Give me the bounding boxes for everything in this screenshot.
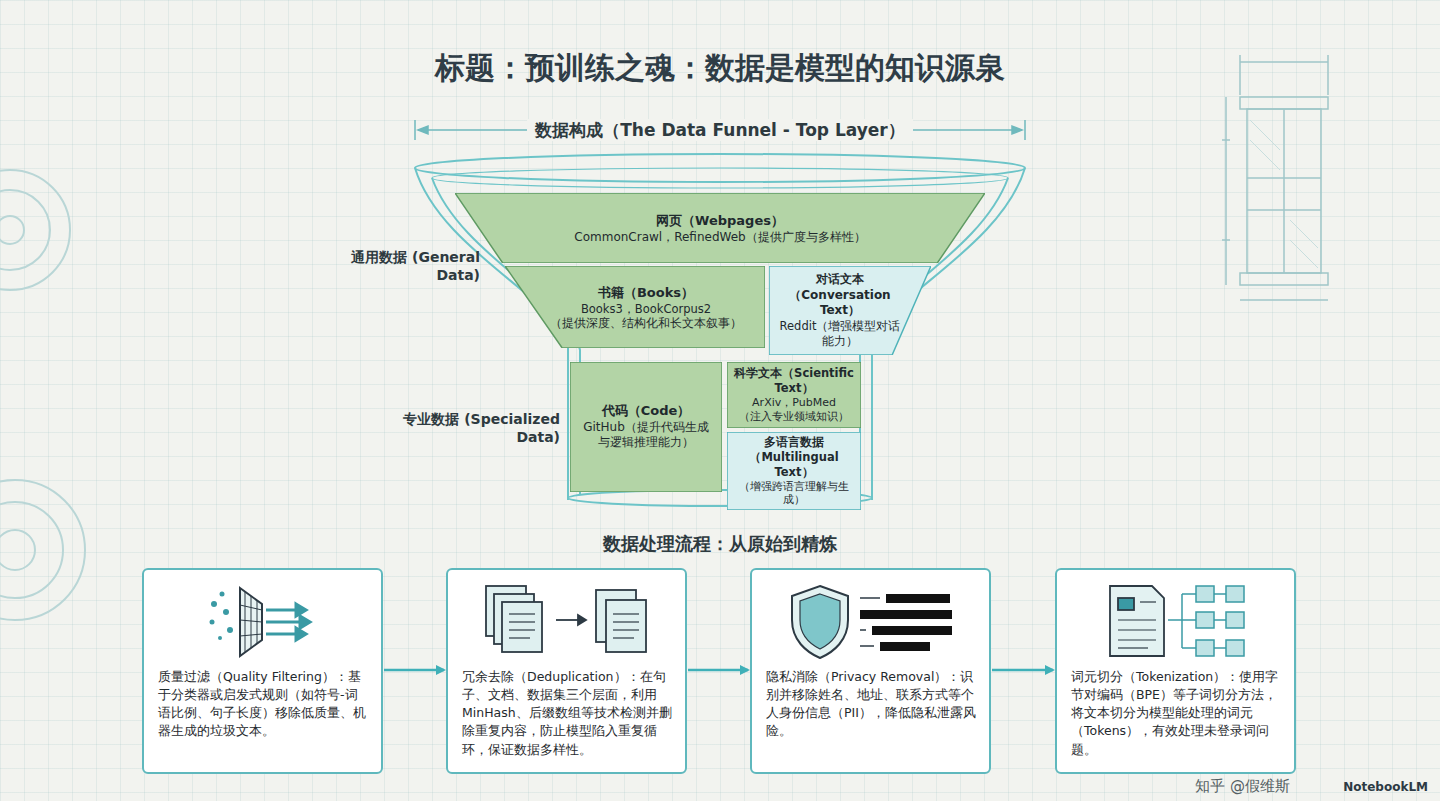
flow-arrow [384,669,444,672]
text-wrap: 多语言数据（Multilingual Text）（增强跨语言理解与生成） [727,432,861,510]
funnel-section: 网页（Webpages）CommonCrawl，RefinedWeb（提供广度与… [455,193,985,263]
watermark: NotebookLM [1300,780,1428,796]
text-wrap: 网页（Webpages）CommonCrawl，RefinedWeb（提供广度与… [455,193,985,263]
group-label: 通用数据 (General Data) [332,248,480,284]
blueprint-part [1222,55,1328,300]
section-heading: 网页（Webpages） [656,213,784,230]
funnel-section: 对话文本（Conversation Text）Reddit（增强模型对话能力） [769,266,931,355]
process-box: 词元切分（Tokenization）：使用字节对编码（BPE）等子词切分方法，将… [1055,568,1296,774]
section-note: （提供深度、结构化和长文本叙事） [550,316,742,331]
section-heading: 科学文本（Scientific Text） [731,366,857,396]
flow-arrow [992,669,1053,672]
shield-redaction-icon [792,586,952,658]
filter-icon [210,588,311,656]
funnel-section: 科学文本（Scientific Text）ArXiv，PubMed（注入专业领域… [727,362,861,428]
page-title: 标题：预训练之魂：数据是模型的知识源泉 [435,48,1005,89]
text-wrap: 冗余去除（Deduplication）：在句子、文档、数据集三个层面，利用Min… [448,570,685,769]
section-note: ArXiv，PubMed [752,396,836,410]
process-box: 质量过滤（Quality Filtering）：基于分类器或启发式规则（如符号-… [142,568,383,774]
process-box: 冗余去除（Deduplication）：在句子、文档、数据集三个层面，利用Min… [446,568,687,774]
step-description: 冗余去除（Deduplication）：在句子、文档、数据集三个层面，利用Min… [462,668,673,759]
process-box: 隐私消除（Privacy Removal）：识别并移除姓名、地址、联系方式等个人… [750,568,991,774]
step-description: 质量过滤（Quality Filtering）：基于分类器或启发式规则（如符号-… [158,668,369,741]
section-note: Reddit（增强模型对话能力） [775,319,905,349]
funnel-section: 代码（Code）GitHub（提升代码生成与逻辑推理能力） [570,362,722,492]
section-heading: 书籍（Books） [598,285,694,302]
section-heading: 对话文本（Conversation Text） [775,272,905,319]
group-label: 专业数据 (Specialized Data) [400,410,560,446]
text-wrap: 代码（Code）GitHub（提升代码生成与逻辑推理能力） [570,362,722,492]
step-description: 隐私消除（Privacy Removal）：识别并移除姓名、地址、联系方式等个人… [766,668,977,741]
funnel-outline [415,154,1025,506]
token-split-icon [1110,586,1244,656]
step-description: 词元切分（Tokenization）：使用字节对编码（BPE）等子词切分方法，将… [1071,668,1282,759]
section-note: GitHub（提升代码生成与逻辑推理能力） [578,420,714,451]
section-note: Books3，BookCorpus2 [581,302,711,317]
text-wrap: 词元切分（Tokenization）：使用字节对编码（BPE）等子词切分方法，将… [1057,570,1294,769]
section-heading: 代码（Code） [602,403,691,420]
blueprint-hatch [1250,120,1318,268]
gear-decoration [0,170,85,620]
text-wrap: 质量过滤（Quality Filtering）：基于分类器或启发式规则（如符号-… [144,570,381,751]
funnel-section: 多语言数据（Multilingual Text）（增强跨语言理解与生成） [727,432,861,510]
document-stack-icon [486,586,646,652]
text-wrap: 书籍（Books）Books3，BookCorpus2（提供深度、结构化和长文本… [505,266,765,348]
section-note: （增强跨语言理解与生成） [731,480,857,507]
funnel-section: 书籍（Books）Books3，BookCorpus2（提供深度、结构化和长文本… [505,266,765,348]
section-note: CommonCrawl，RefinedWeb（提供广度与多样性） [574,230,865,246]
section-heading: 数据处理流程：从原始到精炼 [510,532,930,555]
section-heading: 数据构成（The Data Funnel - Top Layer） [527,119,912,141]
text-wrap: 科学文本（Scientific Text）ArXiv，PubMed（注入专业领域… [727,362,861,428]
watermark: 知乎 @假维斯 [1130,777,1290,797]
section-note: （注入专业领域知识） [739,410,849,424]
section-heading: 多语言数据（Multilingual Text） [731,435,857,480]
flow-arrow [688,669,748,672]
text-wrap: 对话文本（Conversation Text）Reddit（增强模型对话能力） [769,266,931,355]
section-shape [455,193,985,263]
text-wrap: 隐私消除（Privacy Removal）：识别并移除姓名、地址、联系方式等个人… [752,570,989,751]
